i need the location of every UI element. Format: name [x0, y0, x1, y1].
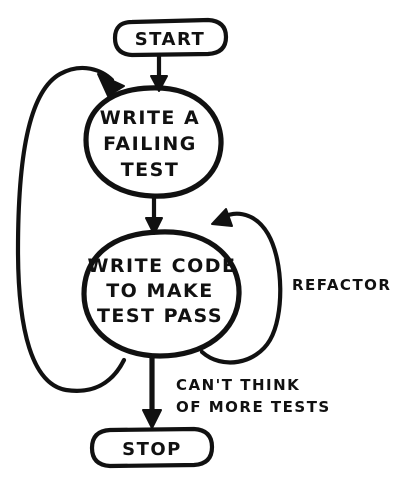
write-code-shape: [81, 229, 242, 359]
write-code-line-1: WRITE CODE: [87, 255, 236, 277]
write-failing-test-line-1: WRITE A: [100, 107, 200, 129]
stop-label: STOP: [122, 439, 182, 460]
stop-node-shape: [89, 426, 215, 469]
start-node: START: [112, 17, 229, 58]
loop-back-arrowhead: [97, 73, 125, 97]
write-failing-test-shape: [83, 85, 224, 199]
write-failing-test-line-3: TEST: [121, 159, 180, 181]
write-failing-test-node: WRITE A FAILING TEST: [83, 85, 224, 199]
arrow-test-to-code: [145, 194, 163, 235]
write-failing-test-line-2: FAILING: [103, 133, 197, 155]
start-label: START: [135, 29, 206, 50]
cant-think-line-1: CAN'T THINK: [176, 376, 300, 394]
refactor-loop-arrowhead: [211, 208, 233, 227]
write-code-node: WRITE CODE TO MAKE TEST PASS: [81, 229, 242, 359]
start-node-shape: [112, 17, 229, 58]
loop-back-line: [15, 65, 127, 393]
arrow-code-to-stop: [142, 355, 162, 429]
refactor-label: REFACTOR: [292, 276, 391, 294]
cant-think-label-group: CAN'T THINK OF MORE TESTS: [176, 376, 331, 416]
write-code-line-3: TEST PASS: [97, 305, 223, 327]
arrow-start-to-test: [150, 53, 168, 92]
loop-back-arrow: [15, 65, 127, 393]
stop-node: STOP: [89, 426, 215, 469]
write-code-line-2: TO MAKE: [106, 280, 214, 302]
cant-think-line-2: OF MORE TESTS: [176, 398, 331, 416]
refactor-loop-line: [199, 211, 283, 365]
refactor-loop: REFACTOR: [199, 208, 391, 365]
